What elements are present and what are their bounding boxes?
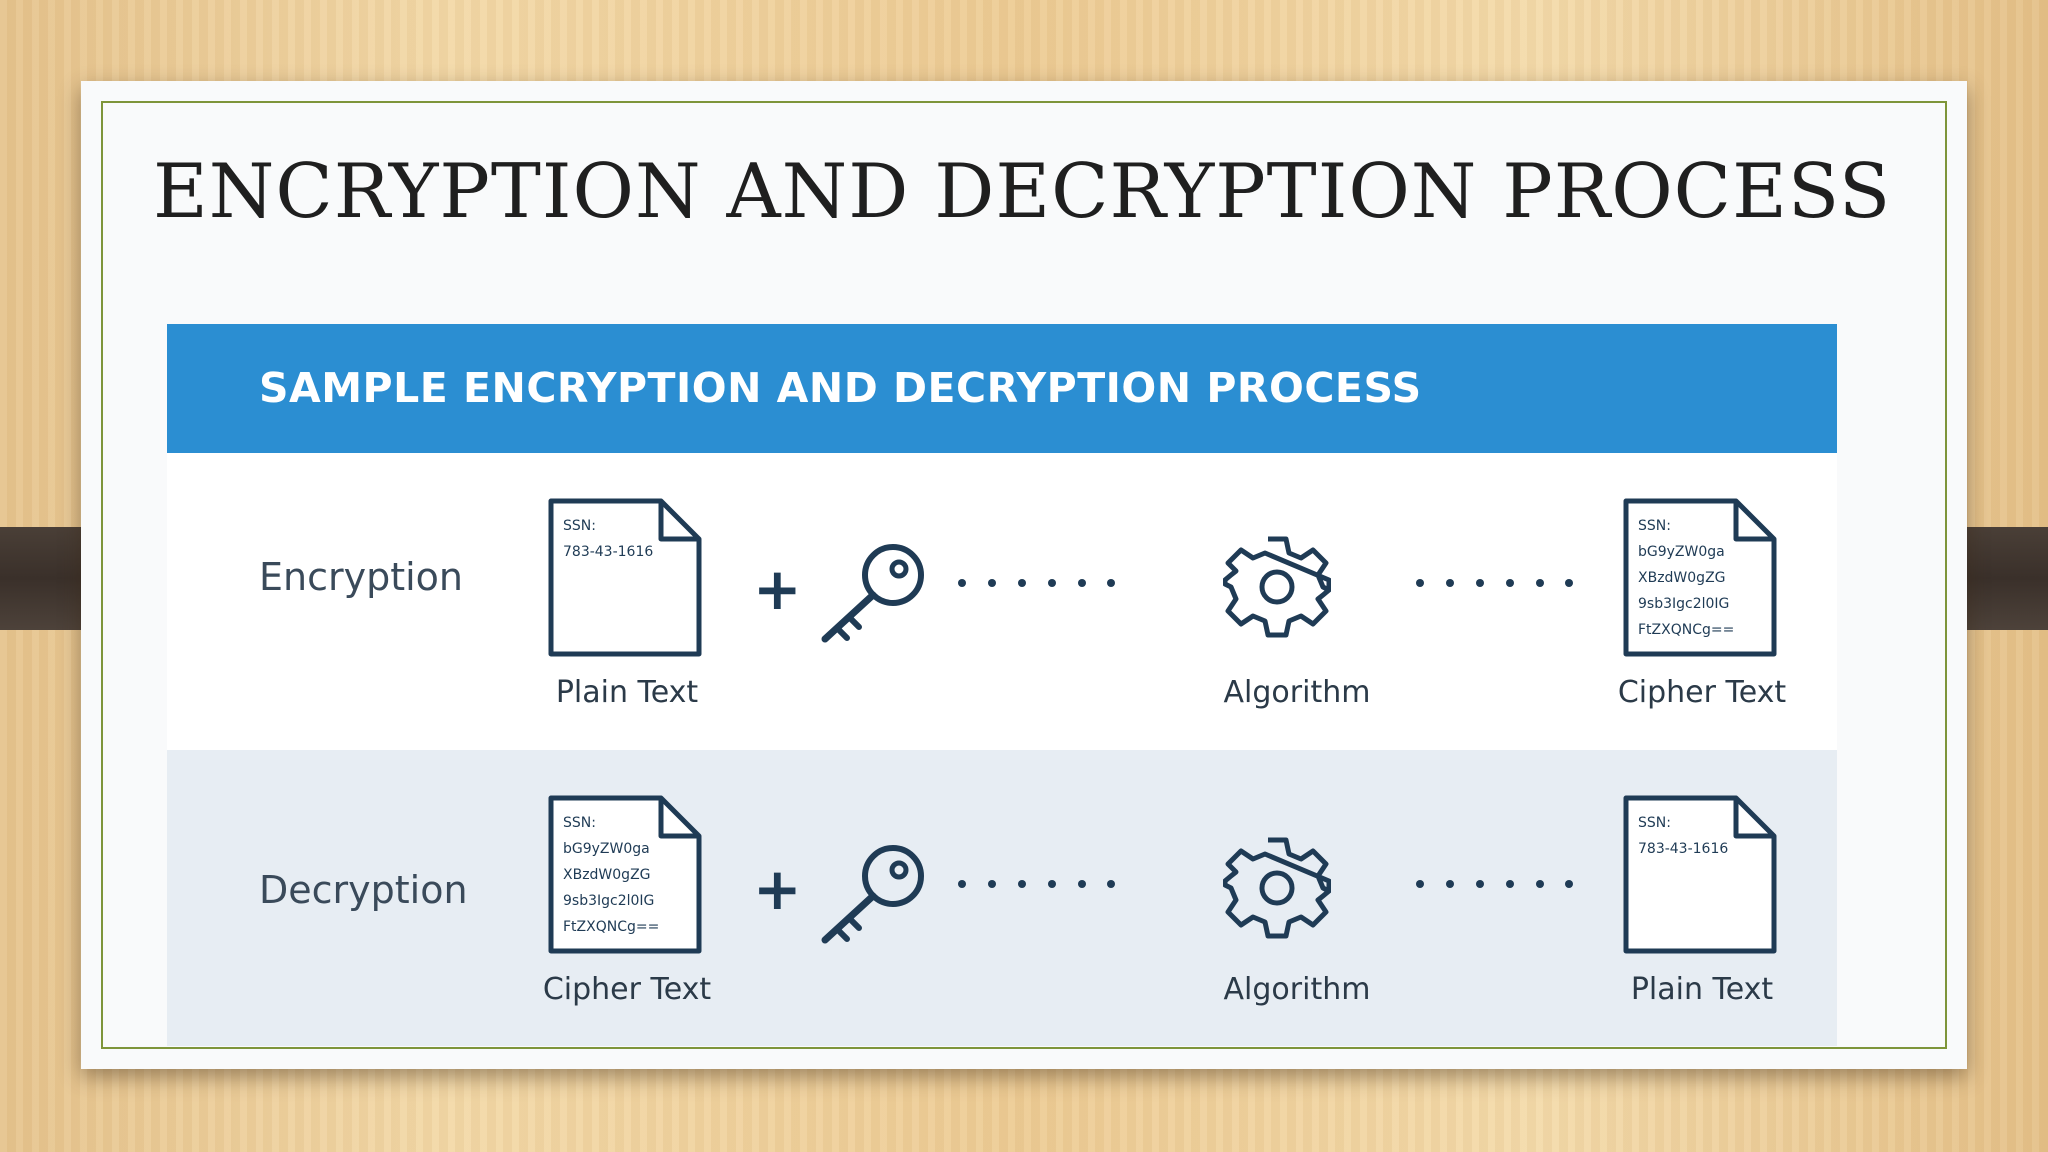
key-icon: [821, 845, 924, 944]
banner-title: SAMPLE ENCRYPTION AND DECRYPTION PROCESS: [259, 364, 1422, 412]
doc-line: 783-43-1616: [1638, 841, 1728, 857]
doc-line: 9sb3Igc2l0IG: [1638, 596, 1729, 612]
doc-line: SSN:: [563, 518, 596, 534]
row-label-encryption: Encryption: [259, 555, 464, 599]
doc-line: bG9yZW0ga: [563, 841, 650, 857]
document-icon: SSN: bG9yZW0ga XBzdW0gZG 9sb3Igc2l0IG Ft…: [548, 795, 702, 954]
doc-line: SSN:: [1638, 518, 1671, 534]
key-icon: [821, 544, 924, 643]
caption-plain-text: Plain Text: [1630, 972, 1774, 1007]
doc-line: FtZXQNCg==: [563, 919, 659, 935]
document-icon: SSN: 783-43-1616: [1623, 795, 1777, 954]
dotted-arrow: [1416, 880, 1573, 888]
slide: ENCRYPTION AND DECRYPTION PROCESS SAMPLE…: [81, 81, 1967, 1069]
document-icon: SSN: bG9yZW0ga XBzdW0gZG 9sb3Igc2l0IG Ft…: [1623, 498, 1777, 657]
plus-icon: +: [753, 855, 802, 923]
doc-line: XBzdW0gZG: [1638, 570, 1726, 586]
doc-line: XBzdW0gZG: [563, 867, 651, 883]
doc-line: SSN:: [1638, 815, 1671, 831]
doc-line: bG9yZW0ga: [1638, 544, 1725, 560]
decryption-row: Decryption SSN: bG9yZW0ga XBzdW0gZG 9sb3…: [167, 750, 1837, 1046]
dotted-arrow: [958, 579, 1115, 587]
diagram-banner: SAMPLE ENCRYPTION AND DECRYPTION PROCESS: [167, 324, 1837, 453]
caption-cipher-text: Cipher Text: [1617, 675, 1787, 710]
slide-title: ENCRYPTION AND DECRYPTION PROCESS: [153, 147, 1892, 235]
doc-line: SSN:: [563, 815, 596, 831]
caption-algorithm: Algorithm: [1223, 972, 1371, 1007]
gear-icon: [1223, 837, 1331, 939]
encryption-row: Encryption SSN: 783-43-1616 Plain Text +: [167, 453, 1837, 750]
encryption-diagram: SAMPLE ENCRYPTION AND DECRYPTION PROCESS…: [167, 324, 1837, 1046]
document-icon: SSN: 783-43-1616: [548, 498, 702, 657]
doc-line: 783-43-1616: [563, 544, 653, 560]
caption-plain-text: Plain Text: [555, 675, 699, 710]
plus-icon: +: [753, 555, 802, 623]
caption-algorithm: Algorithm: [1223, 675, 1371, 710]
dotted-arrow: [1416, 579, 1573, 587]
row-label-decryption: Decryption: [259, 868, 468, 912]
dotted-arrow: [958, 880, 1115, 888]
doc-line: FtZXQNCg==: [1638, 622, 1734, 638]
doc-line: 9sb3Igc2l0IG: [563, 893, 654, 909]
gear-icon: [1223, 536, 1331, 638]
caption-cipher-text: Cipher Text: [542, 972, 712, 1007]
